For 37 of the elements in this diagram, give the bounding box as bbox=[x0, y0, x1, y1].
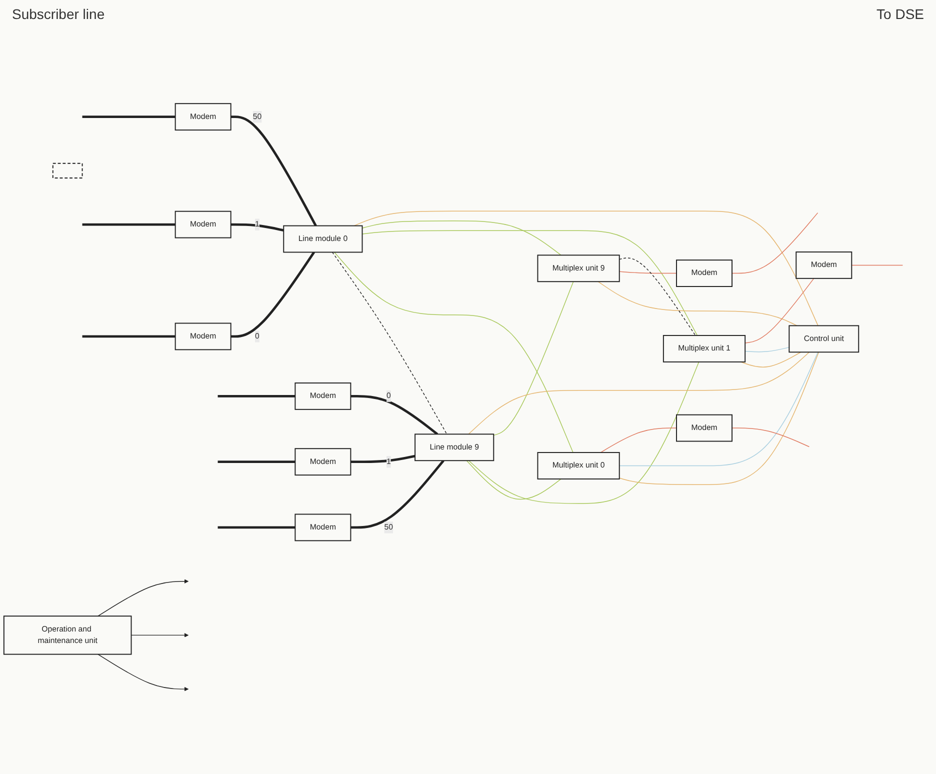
connector bbox=[82, 335, 176, 338]
connector bbox=[744, 346, 790, 352]
connector bbox=[354, 210, 818, 326]
connector bbox=[350, 454, 416, 464]
connector bbox=[732, 212, 818, 274]
connector bbox=[851, 264, 904, 266]
connector bbox=[598, 281, 798, 326]
connector bbox=[82, 116, 176, 118]
connector bbox=[332, 252, 448, 435]
connector bbox=[218, 394, 296, 398]
connector bbox=[732, 428, 810, 448]
connector bbox=[230, 252, 316, 338]
connector bbox=[230, 223, 284, 232]
connector bbox=[744, 278, 814, 344]
connector bbox=[600, 428, 677, 453]
connector bbox=[740, 352, 802, 368]
connector bbox=[82, 223, 176, 226]
connector bbox=[350, 394, 438, 436]
connector bbox=[619, 271, 677, 274]
connector bbox=[468, 352, 810, 435]
connector bbox=[334, 252, 574, 453]
connector bbox=[362, 220, 562, 256]
connector bbox=[230, 116, 317, 226]
arrow bbox=[98, 579, 189, 616]
connector bbox=[466, 460, 562, 500]
line-label: To DSE bbox=[876, 6, 924, 22]
arrow bbox=[98, 654, 189, 692]
connector bbox=[218, 526, 296, 529]
node-box bbox=[52, 162, 83, 179]
connector bbox=[468, 362, 700, 504]
connector bbox=[218, 460, 296, 464]
connector bbox=[493, 281, 574, 436]
connector bbox=[350, 460, 444, 529]
connector bbox=[619, 258, 696, 336]
line-label: Subscriber line bbox=[12, 6, 105, 22]
arrow bbox=[130, 633, 189, 638]
connector bbox=[362, 230, 698, 336]
